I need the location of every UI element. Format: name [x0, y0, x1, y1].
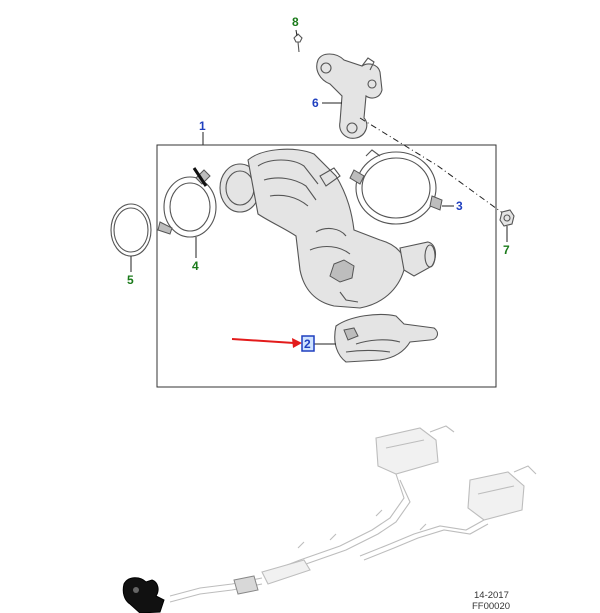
callout-5: 5	[127, 273, 134, 287]
pointer-arrow	[231, 338, 302, 348]
callout-3: 3	[456, 199, 463, 213]
gasket-part-5	[110, 203, 152, 272]
callout-2-highlight	[301, 335, 315, 352]
callout-6: 6	[312, 96, 319, 110]
nut-part-7	[499, 209, 515, 242]
catalytic-converter	[219, 148, 437, 309]
callout-8: 8	[292, 15, 299, 29]
callout-7: 7	[503, 243, 510, 257]
bracket-part-6	[316, 53, 383, 139]
callout-1: 1	[199, 119, 206, 133]
callout-4: 4	[192, 259, 199, 273]
callout-2: 2	[304, 337, 311, 351]
heat-shield-part-2	[314, 313, 439, 363]
figure-code: FF00020	[472, 601, 510, 612]
assembly-frame-part-1	[156, 132, 497, 388]
bolt-part-8	[293, 29, 303, 53]
clamp-part-3	[349, 149, 454, 225]
clamp-part-4	[157, 167, 217, 258]
exhaust-system-overview	[122, 425, 537, 613]
date-code: 14-2017	[474, 590, 509, 601]
